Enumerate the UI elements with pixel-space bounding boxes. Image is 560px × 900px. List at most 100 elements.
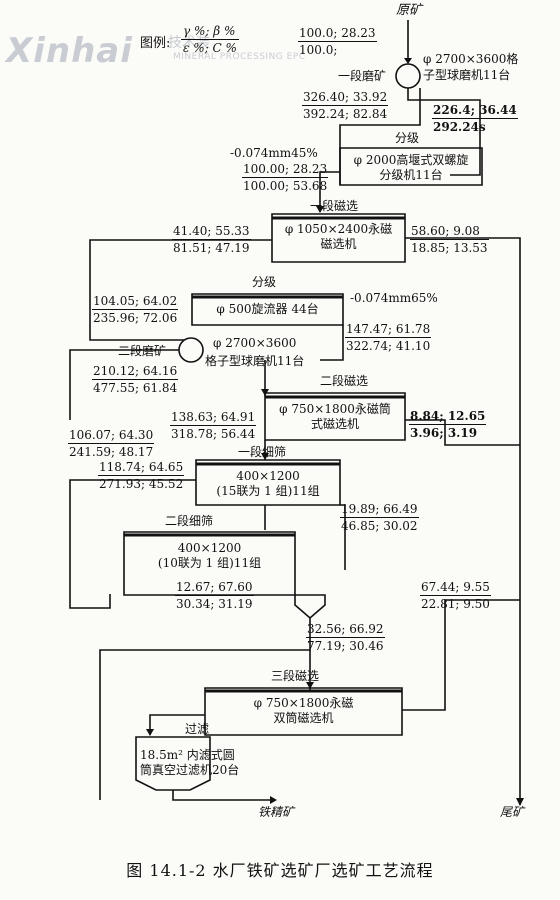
arrow-tail — [516, 798, 524, 806]
cyclone-spec: φ 500旋流器 44台 — [216, 302, 319, 316]
screen2-spec-b: (10联为 1 组)11组 — [157, 556, 262, 570]
stream-mill2-out-bot: 477.55; 61.84 — [93, 381, 178, 395]
filter-label: 过滤 — [185, 722, 210, 736]
screen1-label: 一段细筛 — [238, 445, 287, 459]
mag1-spec: φ 1050×2400永磁 磁选机 — [272, 222, 405, 252]
screen2-spec: 400×1200 (10联为 1 组)11组 — [124, 541, 295, 571]
mill1-label: 一段磨矿 — [338, 69, 387, 83]
stream-mag3-feed: 32.56; 66.92 77.19; 30.46 — [306, 622, 385, 653]
stream-mag2-feed-bot: 318.78; 56.44 — [171, 427, 256, 441]
classifier-spec-a: φ 2000高堰式双螺旋 — [353, 153, 469, 167]
screen2-spec-a: 400×1200 — [177, 541, 242, 555]
stream-return1-top: 226.4; 36.44 — [432, 103, 518, 119]
stream-mag2-feed: 138.63; 64.91 318.78; 56.44 — [170, 410, 257, 441]
size2-label: -0.074mm65% — [350, 291, 438, 305]
stream-screen1-over: 19.89; 66.49 46.85; 30.02 — [340, 502, 419, 533]
stream-feed: 100.0; 28.23 100.0; — [298, 26, 377, 57]
legend-bottom: ε %; C % — [183, 41, 237, 55]
mag2-tail-line — [405, 419, 520, 446]
stream-screen1-over-top: 19.89; 66.49 — [340, 502, 419, 518]
mill2-symbol — [178, 337, 204, 363]
classify2-label: 分级 — [252, 275, 277, 289]
mag2-box — [264, 392, 406, 441]
stream-class1-over-bot: 100.00; 53.68 — [243, 179, 328, 193]
stream-mag2-tail-top: 8.84; 12.65 — [409, 409, 487, 425]
stream-return2-top: 106.07; 64.30 — [68, 428, 155, 444]
stream-mag2-tail-bot: 3.96; 3.19 — [410, 426, 478, 440]
mag1-conc-line — [89, 239, 272, 341]
mag3-conc-line — [149, 714, 205, 735]
stream-return2: 106.07; 64.30 241.59; 48.17 — [68, 428, 155, 459]
class1-over-line — [319, 171, 340, 212]
raw-ore-label: 原矿 — [396, 3, 423, 18]
hopper — [294, 594, 326, 620]
screen2-label: 二段细筛 — [165, 514, 214, 528]
filter-spec-a: 18.5m² 内滤式圆 — [140, 748, 235, 762]
mag1-box — [271, 213, 406, 263]
mill2-spec-a: φ 2700×3600 — [213, 336, 297, 350]
stream-cyc-under-top: 147.47; 61.78 — [345, 322, 432, 338]
classify1-label: 分级 — [395, 131, 420, 145]
mag1-tail-line — [405, 237, 521, 805]
mill1-out-line — [407, 88, 481, 176]
stream-mill1-out: 326.40; 33.92 392.24; 82.84 — [302, 90, 389, 121]
stream-mag1-tail: 58.60; 9.08 18.85; 13.53 — [410, 224, 489, 255]
mag3-spec-b: 双筒磁选机 — [273, 711, 334, 725]
stream-class1-over: 100.00; 28.23 100.00; 53.68 — [242, 162, 329, 193]
filter-box — [135, 736, 211, 791]
mag2-label: 二段磁选 — [320, 374, 369, 388]
mag3-box — [204, 687, 403, 736]
stream-screen2-under: 12.67; 67.60 30.34; 31.19 — [175, 580, 254, 611]
stream-return1: 226.4; 36.44 292.24s — [432, 103, 518, 134]
stream-mag1-conc-top: 41.40; 55.33 — [172, 224, 251, 240]
mill1-symbol — [395, 63, 421, 89]
mag2-spec-a: φ 750×1800永磁筒 — [279, 402, 391, 416]
stream-mill1-out-top: 326.40; 33.92 — [302, 90, 389, 106]
classifier-spec-b: 分级机11台 — [379, 168, 443, 182]
stream-mag3-tail-top: 67.44; 9.55 — [420, 580, 491, 596]
stream-screen1-over-bot: 46.85; 30.02 — [341, 519, 418, 533]
watermark-sub2: MINERAL PROCESSING EPC — [173, 52, 306, 62]
stream-cyc-feed-top: 104.05; 64.02 — [92, 294, 179, 310]
stream-mag3-tail: 67.44; 9.55 22.81; 9.50 — [420, 580, 491, 611]
stream-mag2-feed-top: 138.63; 64.91 — [170, 410, 257, 426]
stream-mag3-feed-top: 32.56; 66.92 — [306, 622, 385, 638]
mag1-label: 一段磁选 — [310, 199, 359, 213]
mag3-spec-a: φ 750×1800永磁 — [253, 696, 354, 710]
stream-mag1-tail-top: 58.60; 9.08 — [410, 224, 489, 240]
mill1-spec-a: φ 2700×3600格 — [423, 52, 519, 66]
iron-conc-label: 铁精矿 — [258, 805, 295, 819]
screen1-spec: 400×1200 (15联为 1 组)11组 — [196, 469, 340, 499]
return2-line — [69, 479, 196, 560]
watermark-logo: Xinhai — [6, 31, 133, 71]
arrow-mag1 — [316, 206, 324, 213]
classifier-spec: φ 2000高堰式双螺旋 分级机11台 — [340, 153, 482, 183]
screen1-over-line — [340, 504, 346, 570]
stream-return2-bot: 241.59; 48.17 — [69, 445, 154, 459]
mill2-spec-b: 格子型球磨机11台 — [205, 354, 305, 368]
stream-mill2-out: 210.12; 64.16 477.55; 61.84 — [92, 364, 179, 395]
mill1-spec-b: 子型球磨机11台 — [423, 68, 511, 82]
stream-cyc-feed: 104.05; 64.02 235.96; 72.06 — [92, 294, 179, 325]
filter-spec-b: 筒真空过滤机20台 — [140, 763, 240, 777]
tailings-label: 尾矿 — [500, 805, 525, 819]
screen1-spec-a: 400×1200 — [236, 469, 300, 483]
stream-feed-bot: 100.0; — [299, 43, 338, 57]
stream-mag2-tail: 8.84; 12.65 3.96; 3.19 — [409, 409, 487, 440]
mag3-feed-line — [99, 618, 311, 800]
arrow-feed — [404, 58, 412, 64]
mag1-spec-a: φ 1050×2400永磁 — [284, 222, 393, 236]
stream-screen1-feed-top: 118.74; 64.65 — [98, 460, 185, 476]
filter-out-line — [172, 790, 275, 801]
cyclone-under-line — [320, 325, 344, 361]
stream-screen1-feed: 118.74; 64.65 271.93; 45.52 — [98, 460, 185, 491]
size1-label: -0.074mm45% — [230, 146, 318, 160]
legend-top: γ %; β % — [181, 24, 239, 40]
stream-screen2-under-bot: 30.34; 31.19 — [176, 597, 253, 611]
stream-mag3-feed-bot: 77.19; 30.46 — [307, 639, 384, 653]
mag3-spec: φ 750×1800永磁 双筒磁选机 — [205, 696, 402, 726]
stream-mag1-conc-bot: 81.51; 47.19 — [173, 241, 250, 255]
stream-mag1-tail-bot: 18.85; 13.53 — [411, 241, 488, 255]
legend-label: 图例: — [140, 36, 171, 51]
